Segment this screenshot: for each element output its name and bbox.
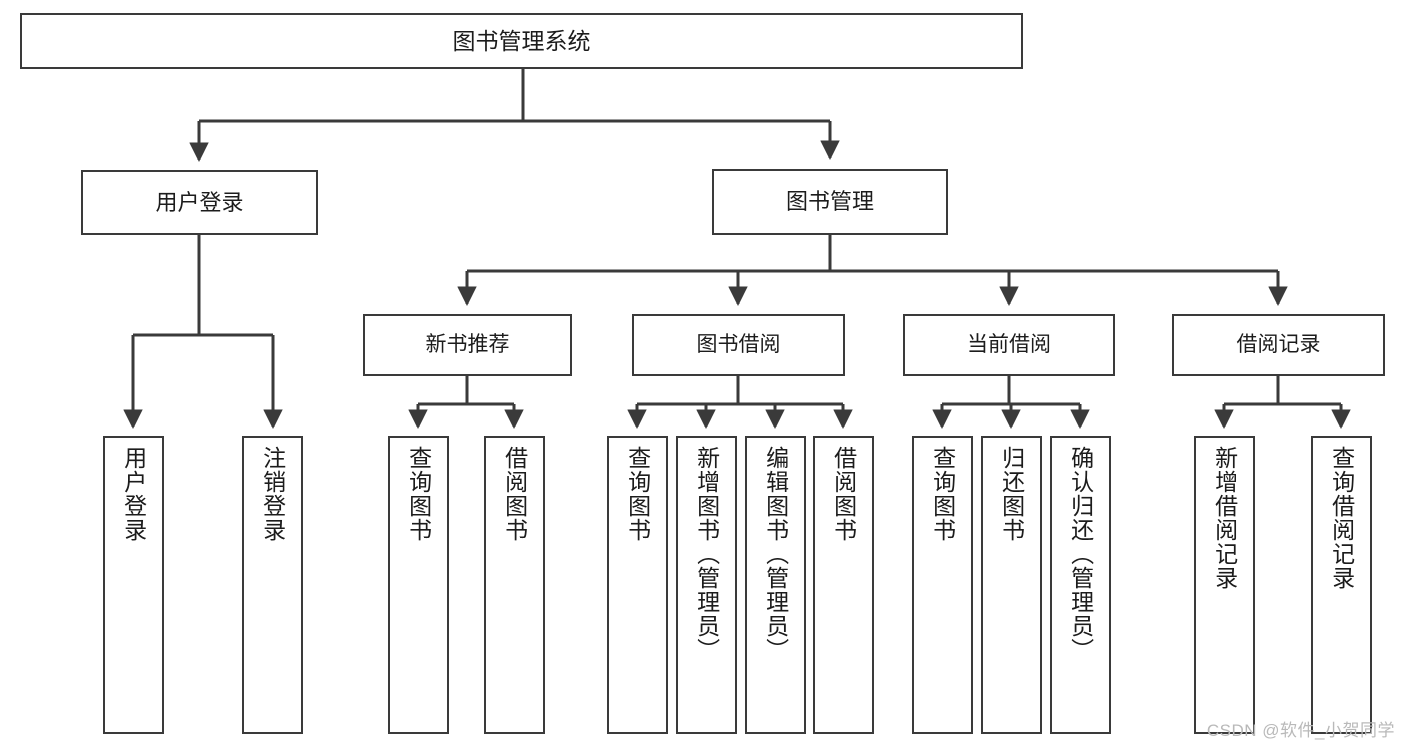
leaf-borrow-record-add[interactable]: 新增借阅记录 — [1194, 436, 1255, 734]
csdn-watermark: CSDN @软件_小贺同学 — [1206, 721, 1395, 740]
node-label: 图书管理 — [785, 189, 874, 215]
node-label: 查询图书 — [929, 446, 956, 542]
node-label: 编辑图书（管理员） — [762, 446, 789, 662]
node-borrow-record[interactable]: 借阅记录 — [1172, 314, 1385, 376]
node-label: 借阅记录 — [1236, 333, 1321, 357]
node-label: 图书管理系统 — [452, 27, 591, 54]
leaf-book-borrow-borrow[interactable]: 借阅图书 — [813, 436, 874, 734]
node-label: 图书借阅 — [696, 333, 781, 357]
node-user-login[interactable]: 用户登录 — [81, 170, 318, 235]
node-label: 新书推荐 — [425, 333, 510, 357]
leaf-user-login-logout[interactable]: 注销登录 — [242, 436, 303, 734]
leaf-current-borrow-query[interactable]: 查询图书 — [912, 436, 973, 734]
node-label: 归还图书 — [998, 446, 1025, 542]
leaf-current-borrow-return[interactable]: 归还图书 — [981, 436, 1042, 734]
node-label: 借阅图书 — [501, 446, 528, 542]
node-label: 借阅图书 — [830, 446, 857, 542]
node-label: 新增图书（管理员） — [693, 446, 720, 662]
node-label: 确认归还（管理员） — [1067, 446, 1094, 662]
node-label: 当前借阅 — [967, 333, 1051, 357]
node-label: 查询图书 — [624, 446, 651, 542]
leaf-user-login-login[interactable]: 用户登录 — [103, 436, 164, 734]
node-book-management-system[interactable]: 图书管理系统 — [20, 13, 1023, 69]
leaf-book-borrow-edit[interactable]: 编辑图书（管理员） — [745, 436, 806, 734]
leaf-new-book-borrow[interactable]: 借阅图书 — [484, 436, 545, 734]
node-current-borrow[interactable]: 当前借阅 — [903, 314, 1115, 376]
node-book-management[interactable]: 图书管理 — [712, 169, 948, 235]
leaf-book-borrow-add[interactable]: 新增图书（管理员） — [676, 436, 737, 734]
node-label: 用户登录 — [155, 189, 244, 215]
node-label: 查询图书 — [405, 446, 432, 542]
leaf-current-borrow-confirm-return[interactable]: 确认归还（管理员） — [1050, 436, 1111, 734]
node-label: 新增借阅记录 — [1211, 446, 1238, 590]
leaf-borrow-record-query[interactable]: 查询借阅记录 — [1311, 436, 1372, 734]
node-label: 查询借阅记录 — [1328, 446, 1355, 590]
node-label: 用户登录 — [120, 446, 147, 542]
node-new-book-recommend[interactable]: 新书推荐 — [363, 314, 572, 376]
leaf-new-book-query[interactable]: 查询图书 — [388, 436, 449, 734]
node-label: 注销登录 — [259, 446, 286, 542]
node-book-borrow[interactable]: 图书借阅 — [632, 314, 845, 376]
leaf-book-borrow-query[interactable]: 查询图书 — [607, 436, 668, 734]
